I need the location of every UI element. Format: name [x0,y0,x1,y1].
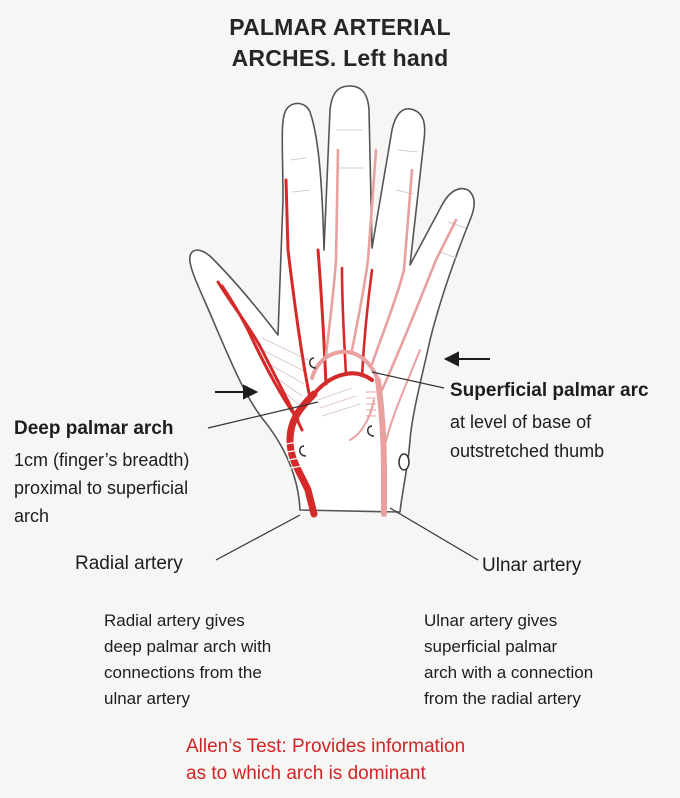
radial-artery-label: Radial artery [75,553,183,574]
deep-arch-line: proximal to superficial [14,478,189,498]
superficial-arch-line: outstretched thumb [450,441,605,461]
communicating-branch [366,391,376,417]
ligament-markers [299,357,410,471]
ulnar-note-line: superficial palmar [424,637,558,656]
deep-arch-label: Deep palmar arch [14,418,174,439]
radial-artery-vessel [286,390,318,518]
superficial-arterial-system [310,148,458,517]
deep-arch-line: 1cm (finger’s breadth) [14,450,190,470]
finger-creases [289,129,467,259]
arrows [215,351,490,400]
superficial-arch-description: at level of base of outstretched thumb [450,408,604,466]
leader-radial-artery [215,514,301,561]
deep-arch-description: 1cm (finger’s breadth) proximal to super… [14,446,189,530]
radial-note-line: connections from the [104,663,262,682]
radial-note-line: ulnar artery [104,689,190,708]
ulnar-note: Ulnar artery gives superficial palmar ar… [424,608,593,712]
ulnar-note-line: Ulnar artery gives [424,611,558,630]
deep-arch-line: arch [14,506,50,526]
deep-arterial-system [216,178,374,518]
radial-note-line: Radial artery gives [104,611,245,630]
allens-test-note: Allen’s Test: Provides information as to… [186,733,465,787]
radial-note-line: deep palmar arch with [104,637,272,656]
leader-lines [207,371,479,561]
arrow-superficial-arch-head [443,351,459,367]
allens-test-line: Allen’s Test: Provides information [186,736,466,757]
title-line-1: PALMAR ARTERIAL [229,14,451,40]
ulnar-artery-label: Ulnar artery [482,555,582,576]
allens-test-line: as to which arch is dominant [186,763,426,784]
ulnar-note-line: from the radial artery [424,689,581,708]
leader-deep-arch [207,401,319,429]
superficial-arch-line: at level of base of [450,412,592,432]
radial-artery-hatching [285,441,303,469]
ulnar-artery-vessel [375,377,387,517]
ulnar-note-line: arch with a connection [424,663,594,682]
superficial-arch-label: Superficial palmar arc [450,380,649,401]
title-line-2: ARCHES. Left hand [231,45,449,71]
superficial-palmar-arch-vessel [310,349,380,382]
arrow-deep-arch-head [243,384,259,400]
thenar-hatching [257,337,361,417]
leader-superficial-arch [371,371,445,389]
leader-ulnar-artery [389,507,479,561]
radial-note: Radial artery gives deep palmar arch wit… [104,608,271,712]
